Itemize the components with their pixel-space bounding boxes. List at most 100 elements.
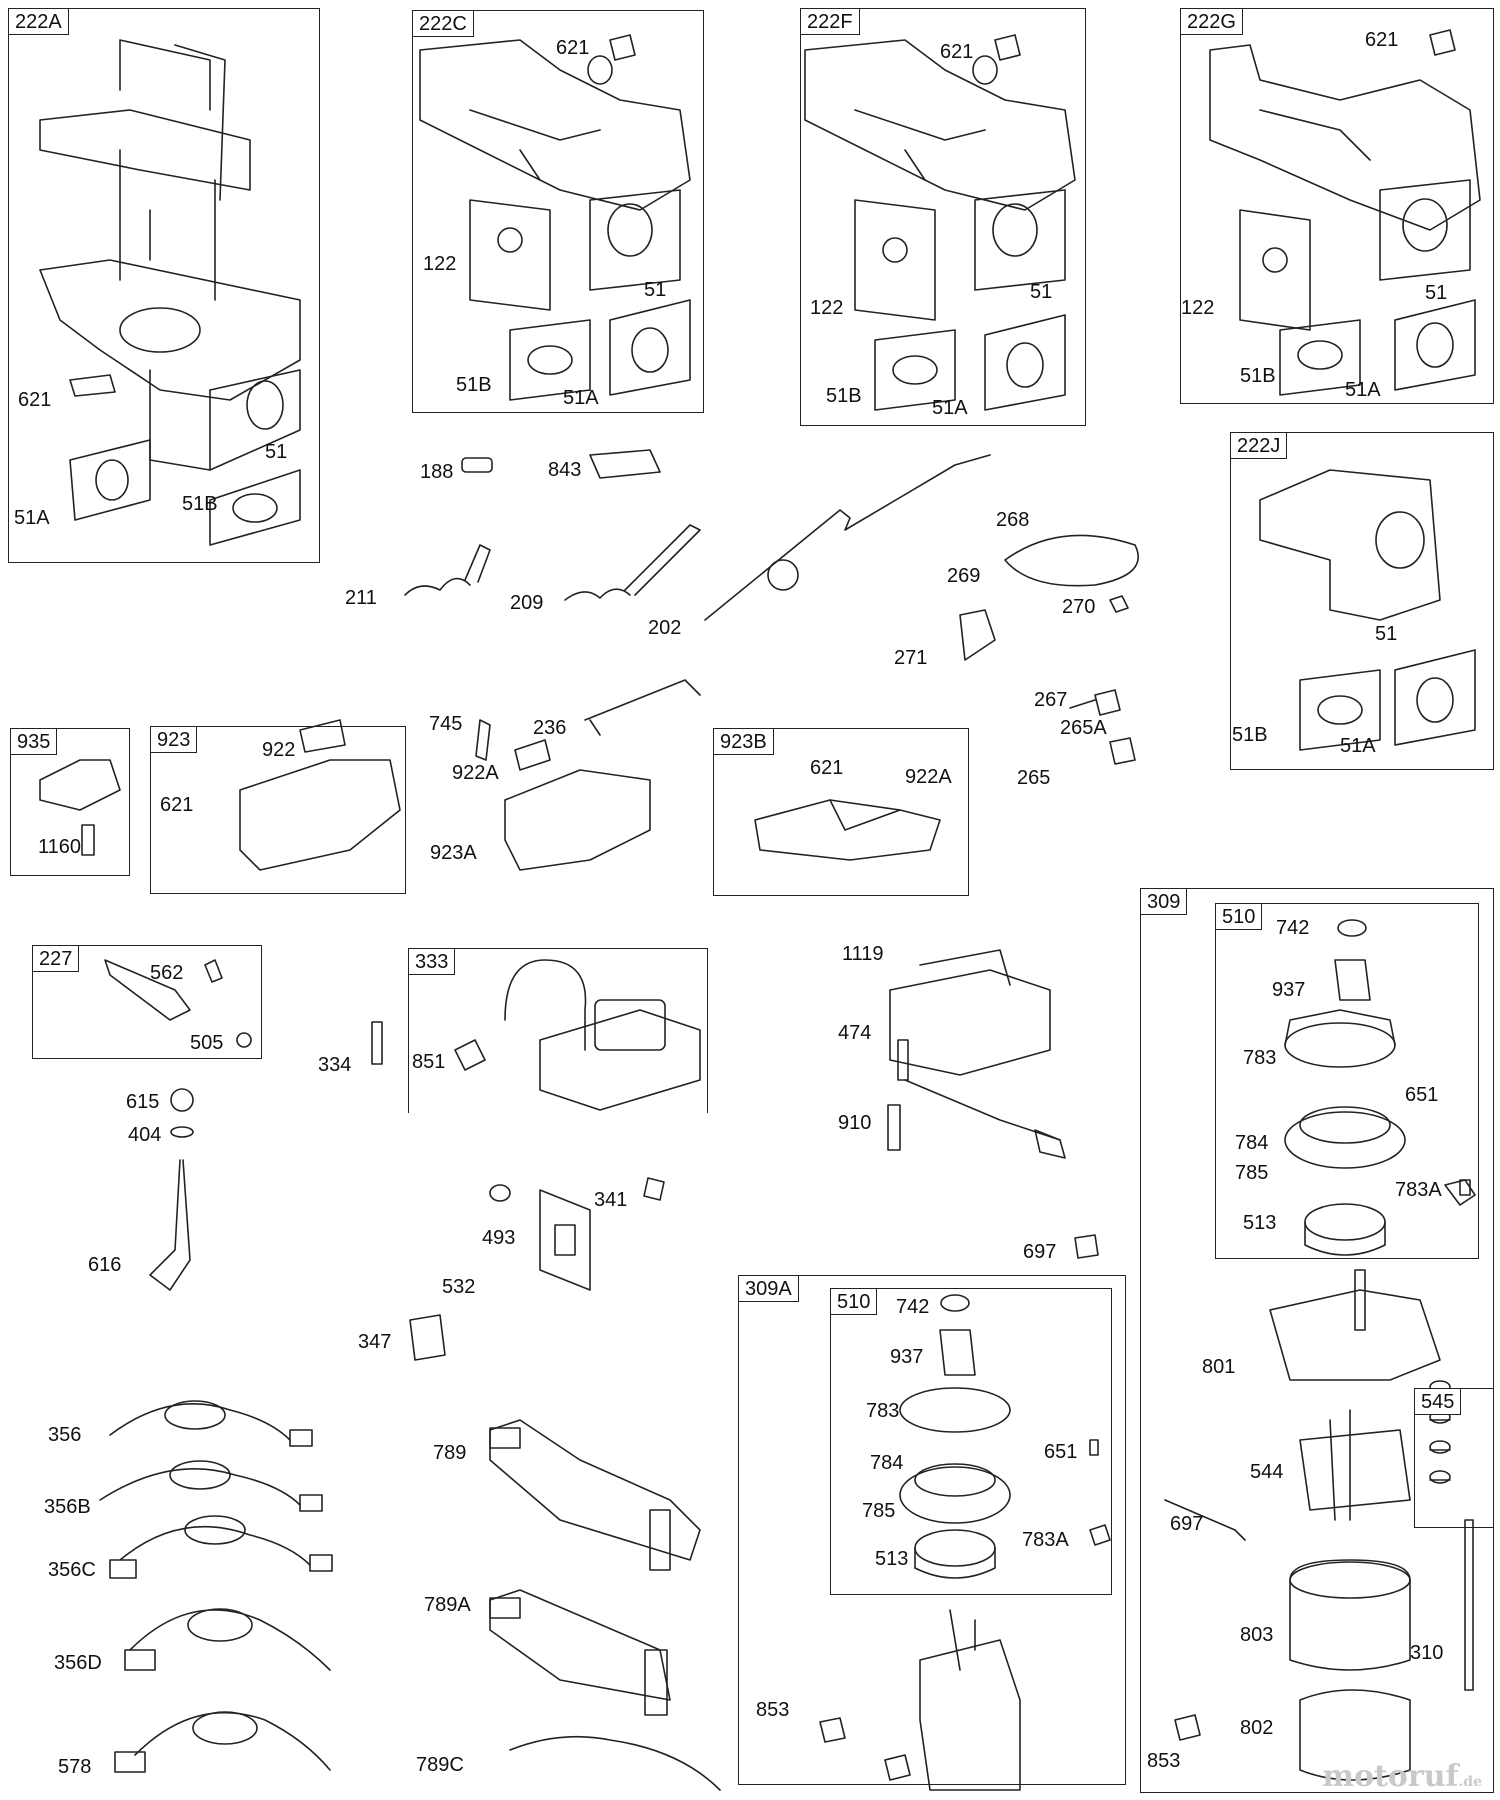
group-tag-222C: 222C xyxy=(412,10,474,37)
part-label: 697 xyxy=(1023,1241,1057,1263)
linkage-parts-drawing xyxy=(404,449,1140,765)
part-label: 51A xyxy=(932,397,968,419)
part-label: 922A xyxy=(452,762,499,784)
part-label: 209 xyxy=(510,592,544,614)
group-tag-222G: 222G xyxy=(1180,8,1243,35)
group-935: 935 xyxy=(10,728,130,876)
group-tag-227: 227 xyxy=(32,945,80,972)
part-label: 621 xyxy=(810,757,844,779)
part-label: 505 xyxy=(190,1032,224,1054)
part-label: 269 xyxy=(947,565,981,587)
part-label: 937 xyxy=(890,1346,924,1368)
group-tag-510-in-309: 510 xyxy=(1215,903,1263,930)
group-tag-510-in-309A: 510 xyxy=(830,1288,878,1315)
part-label: 578 xyxy=(58,1756,92,1778)
bracket-222C-drawing xyxy=(419,34,691,401)
part-label: 783A xyxy=(1395,1179,1442,1201)
part-label: 937 xyxy=(1272,979,1306,1001)
part-label: 493 xyxy=(482,1227,516,1249)
group-923B: 923B xyxy=(713,728,969,896)
part-label: 615 xyxy=(126,1091,160,1113)
part-label: 51A xyxy=(1345,379,1381,401)
part-label: 356 xyxy=(48,1424,82,1446)
bracket-222F-drawing xyxy=(804,34,1076,411)
group-tag-309A: 309A xyxy=(738,1275,799,1302)
part-label: 356C xyxy=(48,1559,96,1581)
part-label: 356B xyxy=(44,1496,91,1518)
part-label: 853 xyxy=(756,1699,790,1721)
part-label: 122 xyxy=(810,297,844,319)
part-label: 745 xyxy=(429,713,463,735)
part-label: 202 xyxy=(648,617,682,639)
part-label: 621 xyxy=(1365,29,1399,51)
bracket-222A-drawing xyxy=(39,39,301,546)
part-label: 923A xyxy=(430,842,477,864)
part-label: 910 xyxy=(838,1112,872,1134)
part-label: 789A xyxy=(424,1594,471,1616)
group-tag-222A: 222A xyxy=(8,8,69,35)
part-label: 801 xyxy=(1202,1356,1236,1378)
wire-harness-drawing xyxy=(99,1400,721,1791)
part-label: 51A xyxy=(563,387,599,409)
group-tag-309: 309 xyxy=(1140,888,1188,915)
group-tag-545: 545 xyxy=(1414,1388,1462,1415)
group-222C: 222C xyxy=(412,10,704,413)
starter-309A-drawing xyxy=(819,1294,1111,1791)
part-label: 513 xyxy=(1243,1212,1277,1234)
part-label: 122 xyxy=(423,253,457,275)
part-label: 51 xyxy=(1030,281,1053,303)
group-tag-935: 935 xyxy=(10,728,58,755)
part-label: 51B xyxy=(182,493,218,515)
part-label: 621 xyxy=(18,389,52,411)
part-label: 356D xyxy=(54,1652,102,1674)
group-tag-222J: 222J xyxy=(1230,432,1288,459)
lever-parts-drawing xyxy=(104,959,252,1291)
part-label: 616 xyxy=(88,1254,122,1276)
governor-parts-drawing xyxy=(39,719,941,871)
group-tag-923B: 923B xyxy=(713,728,774,755)
part-label: 843 xyxy=(548,459,582,481)
part-label: 784 xyxy=(870,1452,904,1474)
part-label: 267 xyxy=(1034,689,1068,711)
bracket-222J-drawing xyxy=(1259,469,1476,751)
part-label: 789C xyxy=(416,1754,464,1776)
part-label: 341 xyxy=(594,1189,628,1211)
part-label: 697 xyxy=(1170,1513,1204,1535)
part-label: 851 xyxy=(412,1051,446,1073)
part-label: 265 xyxy=(1017,767,1051,789)
part-label: 742 xyxy=(896,1296,930,1318)
part-label: 742 xyxy=(1276,917,1310,939)
part-label: 802 xyxy=(1240,1717,1274,1739)
part-label: 51B xyxy=(1240,365,1276,387)
part-label: 562 xyxy=(150,962,184,984)
part-label: 1119 xyxy=(842,943,884,965)
group-510-in-309: 510 xyxy=(1215,903,1479,1259)
part-label: 51B xyxy=(1232,724,1268,746)
coil-parts-drawing xyxy=(371,949,1099,1361)
part-label: 513 xyxy=(875,1548,909,1570)
group-309A: 309A xyxy=(738,1275,1126,1785)
part-label: 651 xyxy=(1405,1084,1439,1106)
group-tag-222F: 222F xyxy=(800,8,860,35)
part-label: 922A xyxy=(905,766,952,788)
group-227: 227 xyxy=(32,945,262,1059)
part-label: 271 xyxy=(894,647,928,669)
group-222G: 222G xyxy=(1180,8,1494,404)
group-510-in-309A: 510 xyxy=(830,1288,1112,1595)
group-545: 545 xyxy=(1414,1388,1494,1528)
part-label: 783 xyxy=(866,1400,900,1422)
group-923: 923 xyxy=(150,726,406,894)
part-label: 1160 xyxy=(38,836,82,858)
group-309: 309 xyxy=(1140,888,1494,1793)
bracket-222G-drawing xyxy=(1209,29,1481,396)
part-label: 211 xyxy=(345,587,377,609)
part-label: 789 xyxy=(433,1442,467,1464)
part-label: 853 xyxy=(1147,1750,1181,1772)
group-222J: 222J xyxy=(1230,432,1494,770)
part-label: 51B xyxy=(456,374,492,396)
part-label: 188 xyxy=(420,461,454,483)
part-label: 51A xyxy=(14,507,50,529)
group-tag-923: 923 xyxy=(150,726,198,753)
